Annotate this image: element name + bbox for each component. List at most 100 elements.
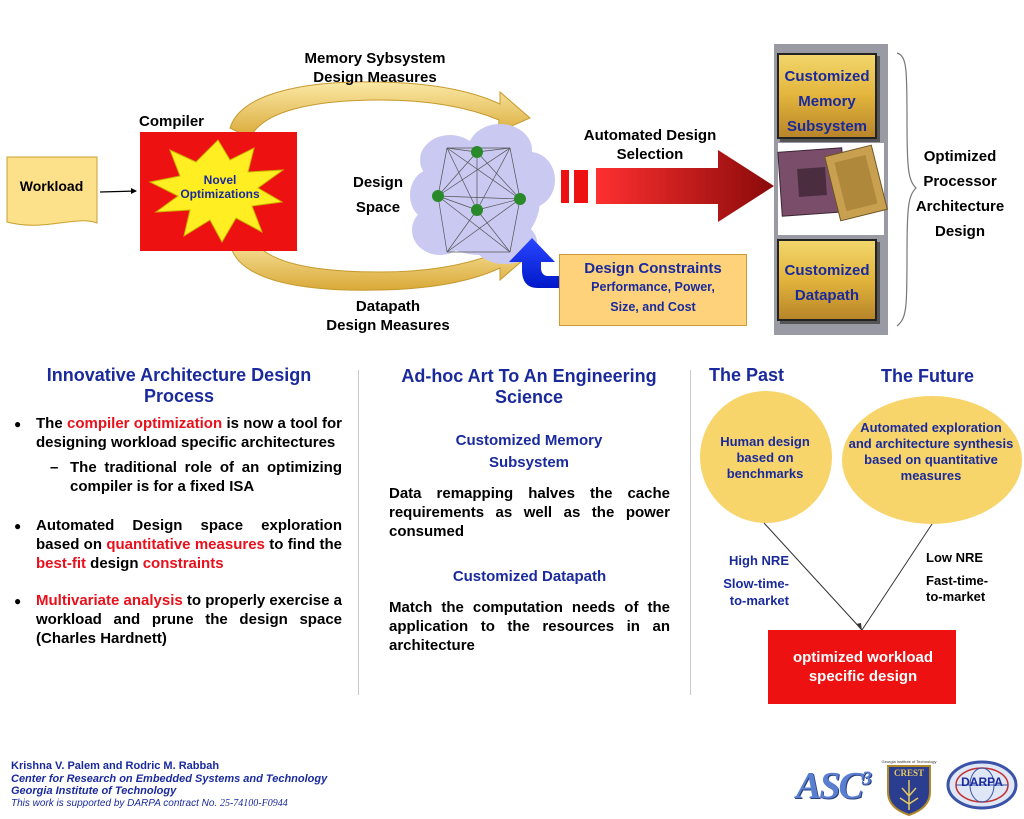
middle-text-datapath: Match the computation needs of the appli…	[389, 599, 670, 654]
design-space-nodes	[432, 146, 526, 216]
bullet-dot-1: ●	[14, 417, 22, 431]
selection-bar-2	[574, 170, 588, 203]
high-nre: High NRE	[729, 553, 789, 568]
fast-line1: Fast-time-	[926, 573, 989, 588]
slow-line1: Slow-time-	[723, 576, 789, 591]
constraints-title: Design Constraints	[584, 260, 722, 277]
bullet-multivariate-text: Multivariate analysis to properly exerci…	[36, 591, 342, 648]
footer-credits: Krishna V. Palem and Rodric M. Rabbah Ce…	[11, 760, 327, 810]
bullet-compiler: ● The compiler optimization is now a too…	[14, 414, 342, 452]
customized-datapath-box: Customized Datapath	[777, 239, 877, 321]
b3-red: Multivariate analysis	[36, 592, 183, 609]
compiler-label: Compiler	[139, 113, 205, 130]
workload-label: Workload	[19, 178, 84, 194]
future-nre: Low NRE Fast-time- to-market	[926, 550, 1016, 605]
middle-column-title: Ad-hoc Art To An Engineering Science	[401, 366, 657, 407]
bullet-dot-3: ●	[14, 594, 22, 608]
right-brace	[896, 52, 917, 327]
future-title: The Future	[881, 366, 974, 386]
memory-design-measures-label: Memory Sybsystem Design Measures	[280, 49, 470, 87]
b1-red: compiler optimization	[66, 415, 223, 432]
bullet-multivariate: ● Multivariate analysis to properly exer…	[14, 591, 342, 648]
cdp-line2: Datapath	[794, 287, 860, 304]
opt-line1: Optimized	[923, 148, 997, 165]
asc-logo-sup: 3	[861, 767, 872, 790]
datapath-line1: Datapath	[355, 298, 421, 315]
cmem-line1: Customized	[784, 68, 870, 85]
design-space-line2: Space	[355, 199, 401, 216]
asc-logo: ASC3	[796, 764, 872, 808]
footer-center: Center for Research on Embedded Systems …	[11, 772, 328, 785]
b1-text-a: The	[36, 415, 67, 432]
asc-logo-text: ASC	[796, 765, 864, 807]
b2-text-a: Automated Design space exploration based…	[36, 517, 342, 553]
left-column-title: Innovative Architecture Design Process	[46, 365, 312, 406]
footer-authors: Krishna V. Palem and Rodric M. Rabbah	[11, 760, 220, 772]
automated-line1: Automated Design	[583, 127, 717, 144]
slow-line2: to-market	[729, 593, 789, 608]
past-nre: High NRE Slow-time- to-market	[712, 552, 789, 609]
constraints-blue-arrow	[509, 238, 562, 288]
fast-line2: to-market	[926, 589, 986, 604]
memory-arc-arrow	[229, 81, 531, 139]
design-space-line1: Design	[352, 174, 403, 191]
opt-line2: Processor	[923, 173, 997, 190]
novel-line2: Optimizations	[180, 187, 260, 201]
opt-line3: Architecture	[915, 198, 1005, 215]
cdp-line1: Customized	[784, 262, 870, 279]
b3-text-a: to properly exercise a workload and prun…	[36, 592, 343, 647]
novel-line1: Novel	[203, 173, 237, 187]
past-future-graphics	[700, 391, 1022, 704]
sub-bullet-traditional: – The traditional role of an optimizing …	[50, 458, 342, 496]
result-box	[768, 630, 956, 704]
b2-red2: best-fit	[36, 555, 86, 572]
footer-institute: Georgia Institute of Technology	[11, 785, 177, 797]
bullet-automated-text: Automated Design space exploration based…	[36, 516, 342, 573]
divider-left	[358, 370, 359, 695]
past-circle-text: Human design based on benchmarks	[720, 434, 810, 481]
gt-logo-text: Georgia Institute of Technology	[881, 759, 937, 764]
b2-text-c: design	[86, 555, 143, 572]
b2-text-b: to find the	[264, 536, 342, 553]
future-circle-text: Automated exploration and architecture s…	[848, 420, 1014, 483]
sub-dash: –	[50, 459, 59, 476]
optimized-processor-label: Optimized Processor Architecture Design	[902, 144, 1018, 244]
selection-bar-1	[561, 170, 569, 203]
footer-contract: 25-74100-F0944	[219, 797, 288, 809]
constraints-line2: Size, and Cost	[610, 300, 696, 314]
datapath-line2: Design Measures	[326, 317, 450, 334]
novel-starburst	[148, 139, 285, 244]
divider-right	[690, 370, 691, 695]
processor-chip-image	[777, 144, 888, 222]
bullet-automated: ● Automated Design space exploration bas…	[14, 516, 342, 573]
design-space-label: Design Space	[336, 170, 420, 220]
crest-logo-text: CREST	[893, 768, 924, 778]
memory-title-line2: Design Measures	[313, 69, 437, 86]
footer-support-text: This work is supported by DARPA contract…	[11, 797, 220, 809]
footer-support: This work is supported by DARPA contract…	[11, 798, 327, 811]
workload-document-shape	[6, 156, 98, 226]
future-circle	[842, 396, 1022, 524]
customized-memory-box: Customized Memory Subsystem	[777, 53, 877, 139]
automated-selection-label: Automated Design Selection	[560, 126, 740, 164]
novel-optimizations-label: Novel Optimizations	[168, 173, 272, 201]
design-constraints-box: Design Constraints Performance, Power, S…	[559, 254, 747, 326]
cmem-line2: Memory	[798, 93, 856, 110]
middle-sub-memory: Customized Memory Subsystem	[455, 432, 603, 471]
left-bullets: ● The compiler optimization is now a too…	[14, 414, 342, 648]
crest-logo	[887, 765, 931, 816]
datapath-design-measures-label: Datapath Design Measures	[300, 297, 476, 335]
darpa-logo-text: DARPA	[961, 775, 1003, 789]
b2-red1: quantitative measures	[106, 536, 265, 553]
selection-big-arrow	[596, 150, 774, 222]
cmem-line3: Subsystem	[786, 118, 868, 135]
b2-red3: constraints	[142, 555, 224, 572]
past-circle	[700, 391, 832, 523]
sub-bullet-text: The traditional role of an optimizing co…	[70, 459, 342, 495]
darpa-logo	[946, 760, 1018, 810]
past-title: The Past	[709, 365, 785, 385]
b1-text-b: is now a tool for designing workload spe…	[36, 415, 342, 451]
constraints-line1: Performance, Power,	[591, 280, 715, 294]
middle-text-memory: Data remapping halves the cache requirem…	[389, 485, 670, 540]
low-nre: Low NRE	[926, 550, 984, 565]
